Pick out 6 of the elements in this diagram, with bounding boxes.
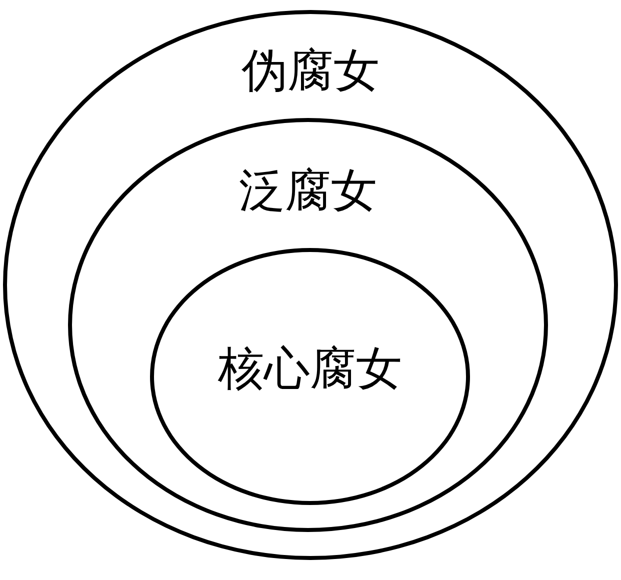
group-label: 核心腐女 <box>218 342 402 396</box>
outer-ellipse <box>3 10 618 560</box>
middle-ellipse <box>68 118 548 532</box>
inner-ellipse <box>150 248 470 505</box>
group-label: 伪腐女 <box>242 44 380 98</box>
group-label: 泛腐女 <box>239 164 377 218</box>
